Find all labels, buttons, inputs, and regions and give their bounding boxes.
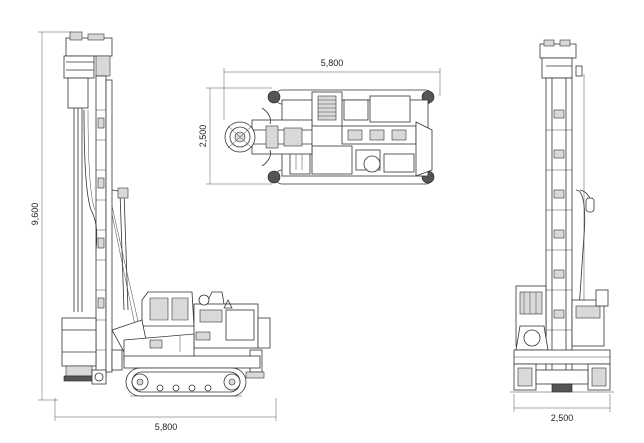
side-height-label: 9,600 (30, 203, 40, 226)
side-length-dimension: 5,800 (54, 398, 277, 432)
top-width-dimension: 2,500 (198, 87, 272, 185)
drill-bucket (61, 317, 107, 385)
front-mast-head (539, 39, 583, 79)
mast-backstay (111, 187, 141, 331)
top-length-dimension: 5,800 (223, 58, 441, 120)
base-carrier (111, 291, 271, 379)
front-view: 2,500 (510, 39, 614, 423)
top-length-label: 5,800 (321, 58, 344, 68)
top-width-label: 2,500 (198, 125, 208, 148)
top-mast (224, 107, 313, 167)
rotary-drive (67, 77, 89, 312)
mast-head (63, 31, 113, 79)
top-upper-structure (281, 91, 433, 177)
top-view: 5,800 2,500 (198, 58, 441, 185)
front-width-dimension: 2,500 (513, 394, 611, 423)
side-length-label: 5,800 (155, 422, 178, 432)
front-carrier (510, 285, 614, 393)
side-height-dimension: 9,600 (30, 31, 72, 401)
side-view: 9,600 5,800 (30, 31, 277, 432)
crawler-track (125, 367, 247, 397)
front-width-label: 2,500 (551, 413, 574, 423)
